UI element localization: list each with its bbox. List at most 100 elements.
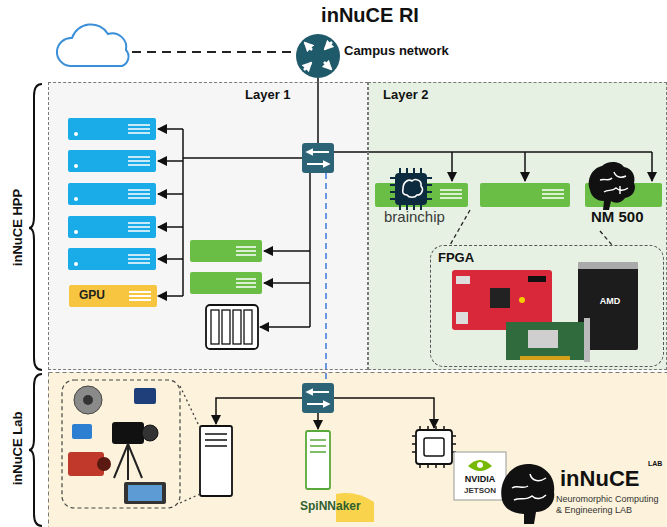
display-screen xyxy=(128,485,162,501)
innuce-brain-logo xyxy=(501,464,554,524)
wire xyxy=(317,78,319,143)
display-board xyxy=(124,482,166,504)
router-arrow xyxy=(304,63,311,70)
camera-lens xyxy=(97,457,111,471)
nas-bay xyxy=(211,310,219,344)
layer-region: brainchip NM 500FPGA Layer 2 xyxy=(368,82,667,370)
fpga-group: FPGA xyxy=(430,245,664,367)
internet-link xyxy=(132,51,294,53)
nas-body xyxy=(206,305,258,349)
switch-arrow xyxy=(307,391,329,393)
nas-bay xyxy=(244,310,252,344)
wire-arrow xyxy=(260,326,310,328)
chip-pins xyxy=(412,426,456,468)
switch-arrow xyxy=(307,403,329,405)
bracket xyxy=(29,374,42,526)
wire-arrow xyxy=(451,152,453,181)
diagram-title: inNuCE RI xyxy=(270,4,470,27)
server xyxy=(480,183,570,207)
node-label: NM 500 xyxy=(591,209,644,226)
wire-arrow xyxy=(264,250,310,252)
nvidia-badge xyxy=(454,452,506,500)
wire-arrow xyxy=(524,152,526,181)
node-label: FPGA xyxy=(438,251,474,265)
wire xyxy=(183,157,302,159)
event-camera xyxy=(112,422,144,444)
heatsink xyxy=(528,330,558,348)
wire-arrow xyxy=(158,193,183,195)
tower-body xyxy=(200,426,232,496)
bracket xyxy=(29,84,42,370)
leader-line xyxy=(600,231,612,245)
logo-text: Neuromorphic Computing & Engineering LAB xyxy=(556,494,664,516)
server-stack xyxy=(68,118,156,270)
lab-border xyxy=(49,373,667,527)
tripod xyxy=(114,444,142,480)
drone-board-core xyxy=(83,395,93,405)
wire xyxy=(182,129,184,296)
logo-text: inNuCE xyxy=(560,466,650,491)
fpga-chip xyxy=(490,288,510,308)
nvidia-eye xyxy=(468,460,492,471)
tower-bays xyxy=(205,434,227,446)
wire xyxy=(334,151,652,153)
leader-line xyxy=(450,210,470,245)
router-arrow xyxy=(325,42,332,49)
server-stripes xyxy=(440,190,564,198)
node-label: Layer 1 xyxy=(245,88,291,102)
nas-icon xyxy=(206,305,258,349)
chip-brain xyxy=(403,180,423,198)
node-label: brainchip xyxy=(384,209,445,226)
node-label: Campus network xyxy=(344,44,449,58)
fpga-boards xyxy=(452,262,638,362)
nvidia-eye-pupil xyxy=(477,462,483,468)
nm500-logo xyxy=(589,162,635,210)
wire-arrow xyxy=(317,413,319,429)
sensor-device xyxy=(134,388,156,404)
switch-icon xyxy=(302,383,334,413)
jetson-chip xyxy=(412,426,506,500)
chip-body xyxy=(395,173,427,205)
card-bracket xyxy=(578,262,638,269)
card-fingers xyxy=(520,356,570,360)
accelerator-server: brainchip xyxy=(376,183,469,229)
connector xyxy=(528,276,546,282)
logo-text: LAB xyxy=(648,460,665,468)
lab-ground xyxy=(48,372,667,527)
nas-bay xyxy=(233,310,241,344)
wire xyxy=(309,173,311,327)
wire-arrow xyxy=(158,226,183,228)
layer1-ground xyxy=(48,82,368,370)
leader-line xyxy=(180,494,200,503)
server-stripes xyxy=(128,125,150,263)
wire-arrow xyxy=(158,128,183,130)
router-icon xyxy=(296,34,340,78)
alveo-card xyxy=(506,322,584,360)
lab-link xyxy=(325,173,327,383)
brainchip-logo xyxy=(390,168,432,210)
section-label: inNuCE HPP xyxy=(11,127,26,327)
layer2-ground xyxy=(368,82,667,370)
chip-body xyxy=(416,430,452,464)
router-node: Campus network xyxy=(294,34,464,78)
sensor-group xyxy=(62,380,180,508)
camera-lens xyxy=(142,425,158,441)
brain-folds xyxy=(512,474,546,500)
board-led xyxy=(519,297,525,303)
switch-icon xyxy=(302,143,334,173)
gpu-server: GPU xyxy=(69,285,157,307)
drone-board xyxy=(74,386,102,414)
router-arrow xyxy=(324,62,331,69)
wire-arrow xyxy=(264,282,310,284)
wire-arrow xyxy=(216,398,302,424)
connector xyxy=(456,276,470,284)
wire-arrow xyxy=(651,152,653,181)
node-label: Layer 2 xyxy=(383,88,429,102)
sensor-device xyxy=(72,424,92,439)
leader-line xyxy=(180,386,200,428)
sensors xyxy=(68,386,166,504)
wire-arrow xyxy=(158,258,183,260)
cloud-icon xyxy=(57,24,129,66)
chip-core xyxy=(424,438,444,456)
